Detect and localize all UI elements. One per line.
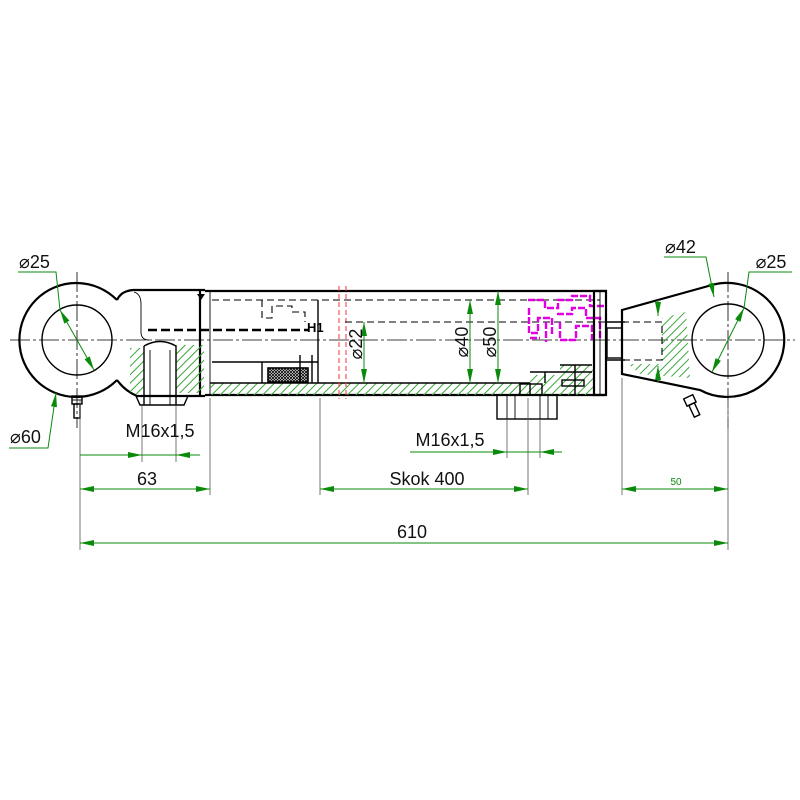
dimensions: 610 63 Skok 400 50 M16x1,5 M16x1,5 ⌀22 ⌀… <box>80 291 728 546</box>
left-eye-outer-label: ⌀60 <box>10 427 41 447</box>
leader-right-eye-outer <box>664 256 715 298</box>
dim-left-head-label: 63 <box>137 469 157 489</box>
dim-left-eye-bore-diametric <box>59 309 95 371</box>
piston-hidden-profile <box>261 300 306 322</box>
gland-section-lines <box>529 364 592 395</box>
bore-diameter-label: ⌀40 <box>452 327 472 358</box>
right-port-thread-lines <box>506 395 549 419</box>
leader-left-eye-outer <box>9 392 57 449</box>
barrel-wall-section <box>210 383 530 395</box>
left-port-hatch-right <box>176 345 204 393</box>
right-eye-outer-label: ⌀42 <box>665 237 696 257</box>
dim-right-eye-bore-diametric <box>711 307 745 373</box>
gland-groove <box>561 379 585 387</box>
right-clevis-hatch <box>628 312 690 378</box>
leader-left-eye-bore <box>18 271 61 311</box>
fit-mark: H1 <box>307 320 324 335</box>
right-clevis-outline <box>620 281 786 398</box>
left-head-marker <box>197 294 205 300</box>
diameter-leaders: ⌀25 ⌀60 ⌀42 ⌀25 <box>9 237 792 449</box>
dim-stroke-label: Skok 400 <box>389 469 464 489</box>
right-eye-bore-label: ⌀25 <box>756 252 787 272</box>
left-port-bottom <box>135 395 189 406</box>
piston-and-rod: H1 <box>148 300 625 383</box>
barrel-diameter-label: ⌀50 <box>480 327 500 358</box>
piston-seal <box>267 367 309 383</box>
rod-diameter-label: ⌀22 <box>346 329 366 360</box>
left-head-inner-contour <box>133 291 150 341</box>
right-port-body <box>496 394 558 420</box>
left-port-walls <box>143 346 177 405</box>
left-eye-outer-contour <box>18 281 118 399</box>
left-port-hatch-left <box>130 348 144 394</box>
left-port-thread-lines <box>149 350 171 405</box>
right-grease-nipple <box>682 393 701 419</box>
right-gland <box>527 289 608 397</box>
right-clevis-threaded-hole <box>621 321 663 361</box>
nipple-stem <box>687 401 701 419</box>
left-port <box>130 340 204 406</box>
leader-right-eye-bore <box>743 271 792 309</box>
left-head-outline <box>115 288 205 398</box>
left-head-body <box>115 288 211 398</box>
left-thread-label: M16x1,5 <box>125 421 194 441</box>
dim-right-eye-label: 50 <box>670 477 682 488</box>
right-thread-label: M16x1,5 <box>415 430 484 450</box>
gland-highlight-contours <box>527 294 604 342</box>
right-port <box>496 383 558 420</box>
left-port-top <box>143 340 177 347</box>
break-lines <box>338 286 347 399</box>
dim-total-label: 610 <box>397 522 427 542</box>
left-eye-bore-label: ⌀25 <box>19 252 50 272</box>
